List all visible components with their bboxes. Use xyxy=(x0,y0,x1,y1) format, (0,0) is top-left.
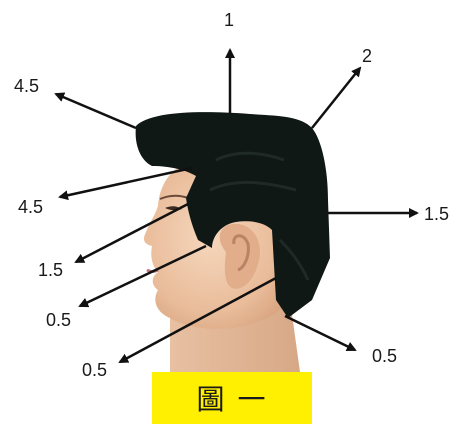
label-back: 1.5 xyxy=(424,204,449,224)
label-behind-ear: 0.5 xyxy=(82,360,107,380)
label-front-top: 4.5 xyxy=(14,76,39,96)
arrow-front-top xyxy=(56,94,136,128)
label-sideburn: 0.5 xyxy=(46,310,71,330)
arrow-crown xyxy=(312,68,360,128)
label-top: 1 xyxy=(224,10,234,30)
label-fringe: 4.5 xyxy=(18,197,43,217)
label-temple: 1.5 xyxy=(38,260,63,280)
label-nape: 0.5 xyxy=(372,346,397,366)
label-crown: 2 xyxy=(362,46,372,66)
figure-caption: 圖 一 xyxy=(152,372,312,424)
